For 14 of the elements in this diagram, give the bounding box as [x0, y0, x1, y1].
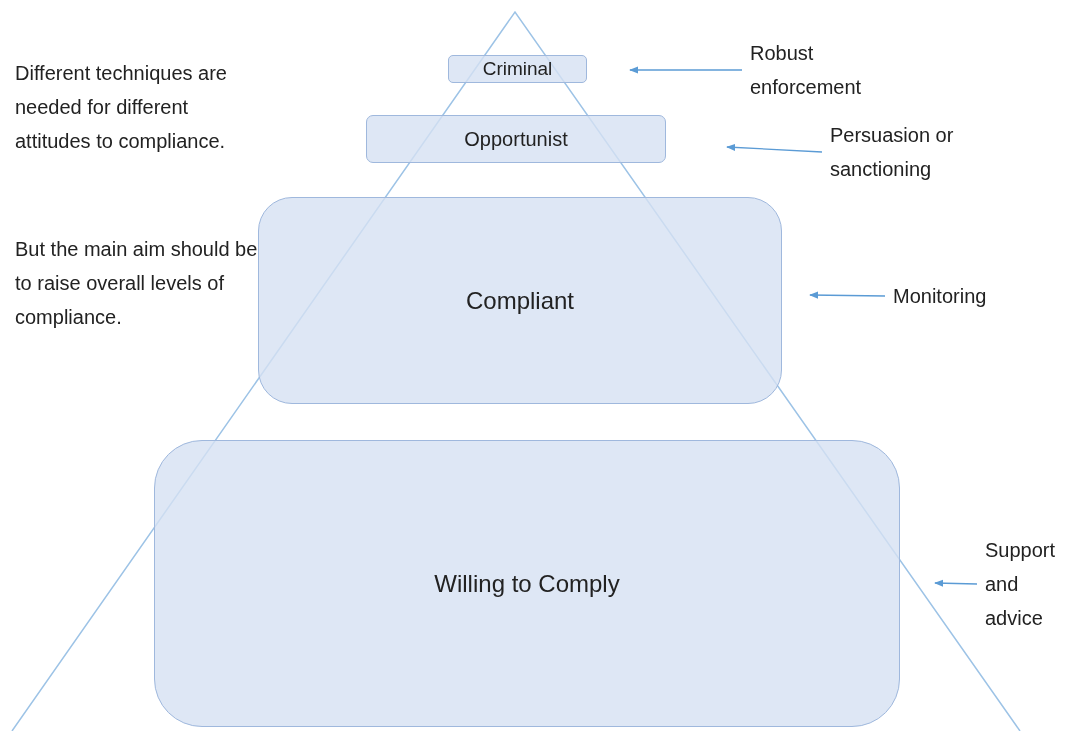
note-text: But the main aim should be to raise overall levels of compliance.: [15, 237, 259, 330]
tier-box: Criminal: [448, 55, 587, 83]
tier-box: Compliant: [258, 197, 782, 404]
tier-box: Opportunist: [366, 115, 666, 163]
note-text: Different techniques are needed for different attitudes to compliance.: [15, 61, 228, 154]
arrow: [629, 66, 743, 74]
action-text: Monitoring: [893, 279, 1033, 313]
arrow: [809, 291, 886, 299]
action-text: Support and advice: [985, 533, 1080, 635]
tier-box: Willing to Comply: [154, 440, 900, 727]
action-text: Persuasion or sanctioning: [830, 118, 1000, 186]
arrow: [726, 143, 823, 153]
action-text: Robust enforcement: [750, 36, 910, 104]
arrow: [934, 579, 978, 587]
